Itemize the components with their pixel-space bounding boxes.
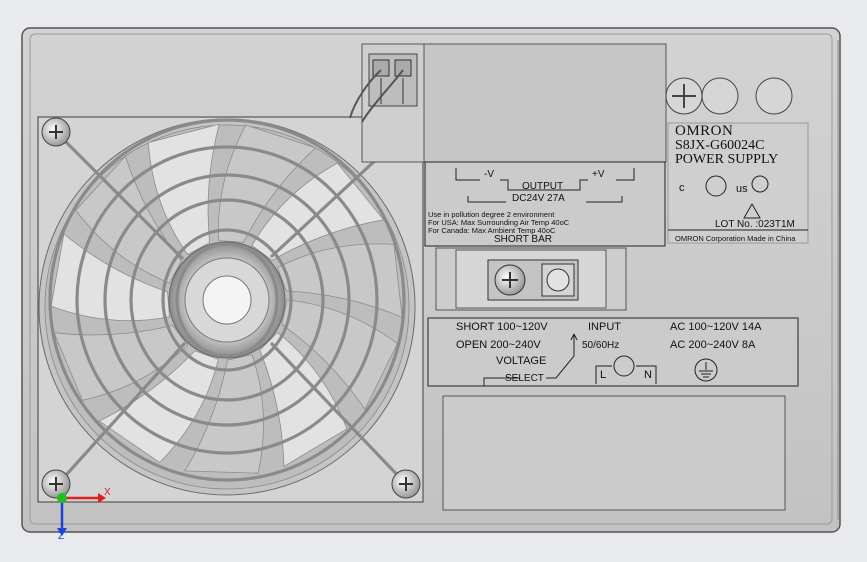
output-rating: DC24V 27A xyxy=(512,193,565,204)
ac-rating-high: AC 200~240V 8A xyxy=(670,339,756,351)
fan-blade xyxy=(217,124,317,243)
product-label xyxy=(667,122,809,244)
fan-blade xyxy=(184,354,264,474)
fan-guard-ring xyxy=(161,228,293,372)
short-bar-assembly xyxy=(435,247,627,311)
axis-triad xyxy=(57,493,106,536)
voltage-label: VOLTAGE xyxy=(496,355,547,367)
fan-screw xyxy=(391,469,421,499)
brand-text: OMRON xyxy=(675,123,734,139)
note-line-2: For USA: Max Surrounding Air Temp 40oC xyxy=(428,218,570,227)
axis-x-label: X xyxy=(104,487,111,498)
frequency-label: 50/60Hz xyxy=(582,340,620,351)
fan-guard-ring xyxy=(48,118,406,482)
note-line-1: Use in pollution degree 2 environment xyxy=(428,210,555,219)
lower-plate xyxy=(442,395,786,511)
axis-z-label: Z xyxy=(58,531,65,542)
fan-screw xyxy=(41,469,71,499)
input-marking xyxy=(427,317,799,387)
lot-number: LOT No. :023T1M xyxy=(715,219,795,230)
output-minus: -V xyxy=(484,169,494,180)
output-plus: +V xyxy=(592,169,605,180)
ac-rating-low: AC 100~120V 14A xyxy=(670,321,762,333)
cert-us-text: us xyxy=(736,183,748,195)
product-text: POWER SUPPLY xyxy=(675,152,779,167)
open-voltage: OPEN 200~240V xyxy=(456,339,541,351)
model-text: S8JX-G60024C xyxy=(675,138,765,153)
output-connector xyxy=(349,43,667,163)
fan-guard-ring xyxy=(75,145,379,455)
terminal-screws xyxy=(665,77,793,115)
output-marking xyxy=(424,161,666,247)
short-bar-label: SHORT BAR xyxy=(494,234,552,245)
select-label: SELECT xyxy=(505,373,544,384)
short-voltage: SHORT 100~120V xyxy=(456,321,548,333)
fan-guard-ring xyxy=(129,198,325,402)
fan-guard xyxy=(48,118,406,482)
fan-guard-ring xyxy=(175,242,279,358)
fan-assembly xyxy=(37,115,424,503)
terminal-l-label: L xyxy=(600,369,607,381)
output-title: OUTPUT xyxy=(522,181,564,192)
fan-blade xyxy=(98,350,219,464)
note-line-3: For Canada: Max Ambient Temp 40oC xyxy=(428,226,556,235)
housing-inner-edge xyxy=(29,33,833,525)
maker-text: OMRON Corporation Made in China xyxy=(675,234,796,243)
fan-screw xyxy=(41,117,71,147)
input-label: INPUT xyxy=(588,321,621,333)
cert-c-text: c xyxy=(679,182,685,194)
fan-guard-ring xyxy=(103,173,351,427)
terminal-n-label: N xyxy=(644,369,652,381)
